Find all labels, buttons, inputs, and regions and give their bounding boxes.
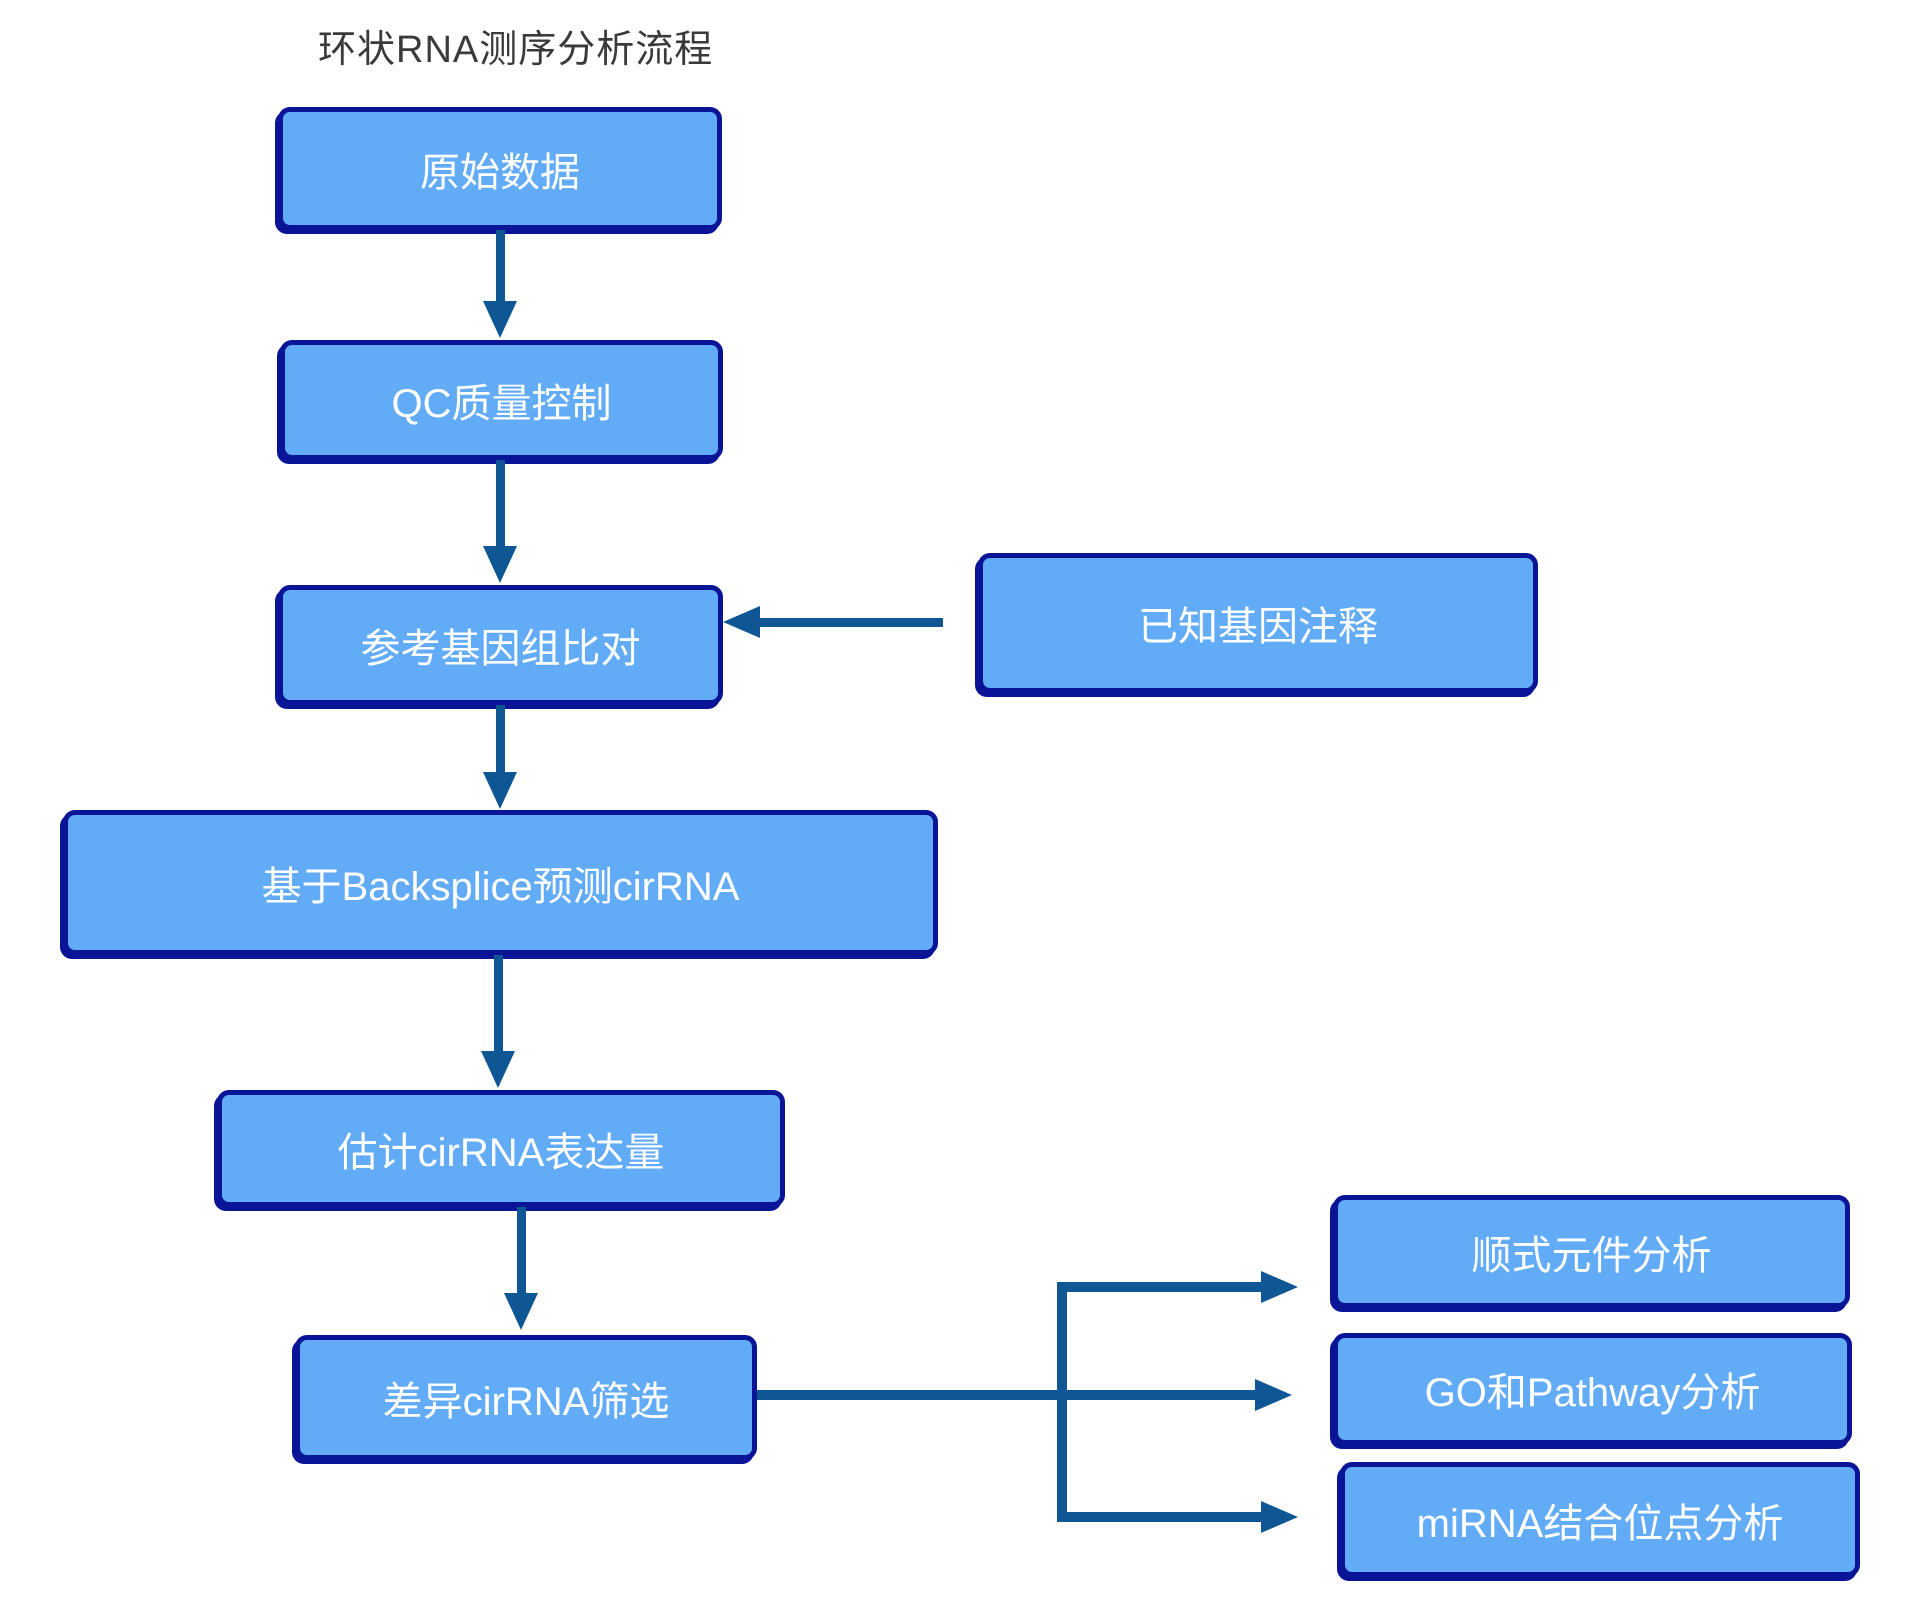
node-go-pathway-analysis: GO和Pathway分析 bbox=[1333, 1333, 1852, 1445]
node-expression-estimation-label: 估计cirRNA表达量 bbox=[337, 1130, 665, 1175]
node-go-pathway-analysis-label: GO和Pathway分析 bbox=[1424, 1371, 1761, 1415]
node-cis-element-analysis: 顺式元件分析 bbox=[1333, 1195, 1850, 1308]
node-cis-element-analysis-label: 顺式元件分析 bbox=[1471, 1233, 1712, 1278]
node-backsplice-prediction-label: 基于Backsplice预测cirRNA bbox=[261, 864, 740, 909]
node-mirna-binding-site-analysis: miRNA结合位点分析 bbox=[1340, 1462, 1860, 1577]
node-mirna-binding-site-analysis-label: miRNA结合位点分析 bbox=[1416, 1501, 1784, 1546]
node-genome-alignment: 参考基因组比对 bbox=[278, 585, 723, 705]
node-backsplice-prediction: 基于Backsplice预测cirRNA bbox=[63, 810, 938, 955]
node-raw-data-label: 原始数据 bbox=[420, 150, 580, 195]
diagram-title: 环状RNA测序分析流程 bbox=[318, 29, 714, 71]
node-known-gene-annotation-label: 已知基因注释 bbox=[1138, 605, 1378, 649]
node-raw-data: 原始数据 bbox=[278, 107, 722, 230]
node-expression-estimation: 估计cirRNA表达量 bbox=[217, 1090, 785, 1207]
node-qc: QC质量控制 bbox=[280, 340, 723, 460]
node-differential-screening-label: 差异cirRNA筛选 bbox=[382, 1379, 670, 1424]
node-qc-label: QC质量控制 bbox=[391, 382, 612, 426]
node-differential-screening: 差异cirRNA筛选 bbox=[295, 1335, 757, 1460]
node-known-gene-annotation: 已知基因注释 bbox=[978, 553, 1538, 693]
node-genome-alignment-label: 参考基因组比对 bbox=[360, 627, 641, 671]
